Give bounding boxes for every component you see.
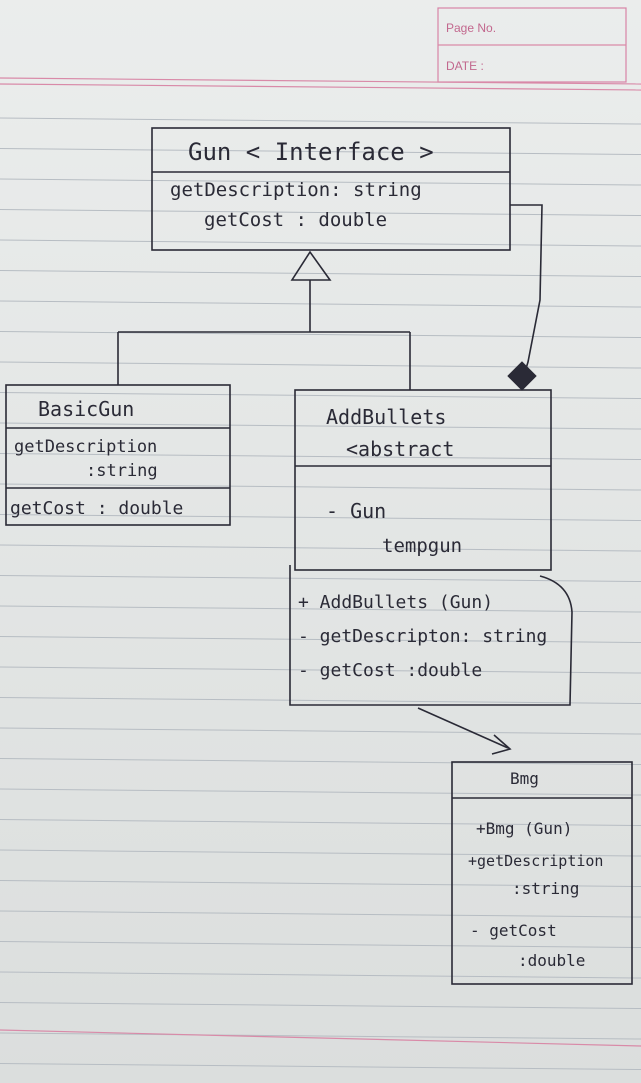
bmg-method-2-type: :string	[512, 879, 579, 898]
bmg-method-3: - getCost	[470, 921, 557, 940]
bmg-arrow	[417, 707, 512, 755]
ruled-line	[0, 605, 641, 613]
ruled-line	[0, 819, 641, 826]
ruled-line	[0, 300, 641, 308]
ruled-line	[0, 453, 641, 460]
ruled-line	[0, 788, 641, 796]
ruled-line	[0, 148, 641, 155]
basic-gun-class: BasicGun getDescription :string getCost …	[5, 384, 231, 526]
add-bullets-stereotype: <abstract	[346, 437, 454, 461]
ruled-line	[0, 1032, 641, 1040]
add-bullets-method-1: + AddBullets (Gun)	[298, 592, 493, 613]
ruled-line	[0, 849, 641, 857]
ruled-line	[0, 514, 641, 521]
composition-relation	[507, 204, 543, 391]
basic-gun-method-1: getDescription	[14, 437, 157, 457]
ruled-line	[0, 392, 641, 399]
ruled-line	[0, 361, 641, 369]
gun-interface-title: Gun < Interface >	[188, 138, 434, 166]
gun-interface-method-2: getCost : double	[204, 209, 387, 231]
basic-gun-method-1-type: :string	[86, 461, 158, 481]
add-bullets-method-3: - getCost :double	[298, 660, 482, 681]
gun-interface-class: Gun < Interface > getDescription: string…	[151, 127, 511, 251]
inheritance-triangle-icon	[290, 250, 332, 281]
arrowhead-icon	[491, 734, 512, 755]
ruled-line	[0, 758, 641, 765]
ruled-line	[0, 270, 641, 277]
add-bullets-field-2: tempgun	[382, 535, 462, 557]
bmg-method-1: +Bmg (Gun)	[476, 819, 572, 838]
page-no-label: Page No.	[446, 21, 496, 35]
page-header: Page No. DATE :	[0, 7, 641, 91]
ruled-line	[0, 178, 641, 186]
gun-interface-method-1: getDescription: string	[170, 179, 422, 201]
ruled-line	[0, 422, 641, 430]
bmg-method-3-type: :double	[518, 951, 585, 970]
bmg-class: Bmg +Bmg (Gun) +getDescription :string -…	[451, 761, 633, 985]
add-bullets-method-2: - getDescripton: string	[298, 626, 547, 647]
add-bullets-field-1: - Gun	[326, 499, 386, 523]
ruled-line	[0, 697, 641, 704]
ruled-line	[0, 544, 641, 552]
basic-gun-box	[5, 384, 231, 526]
ruled-line	[0, 239, 641, 247]
ruled-line	[0, 636, 641, 643]
bmg-box	[451, 761, 633, 985]
ruled-line	[0, 575, 641, 582]
ruled-line	[0, 880, 641, 887]
ruled-line	[0, 483, 641, 491]
ruled-line	[0, 727, 641, 735]
gun-interface-box	[151, 127, 511, 251]
ruled-line	[0, 971, 641, 979]
date-label: DATE :	[446, 59, 484, 73]
ruled-line	[0, 941, 641, 948]
ruled-line	[0, 1002, 641, 1009]
ruled-line	[0, 666, 641, 674]
ruled-line	[0, 117, 641, 125]
bmg-title: Bmg	[510, 769, 539, 788]
add-bullets-class: AddBullets <abstract - Gun tempgun + Add…	[289, 389, 573, 706]
basic-gun-title: BasicGun	[38, 397, 134, 421]
ruled-line	[0, 1063, 641, 1070]
composition-diamond-icon	[507, 361, 537, 391]
inheritance-arrow	[117, 250, 411, 390]
add-bullets-box	[294, 389, 552, 571]
bmg-method-2: +getDescription	[468, 852, 603, 870]
bottom-margin-line	[0, 1029, 641, 1047]
add-bullets-methods-box	[289, 565, 573, 706]
ruled-lines	[0, 117, 641, 1070]
ruled-line	[0, 331, 641, 338]
header-margin-line	[0, 77, 641, 85]
ruled-line	[0, 209, 641, 216]
basic-gun-method-2: getCost : double	[10, 498, 183, 519]
add-bullets-title: AddBullets	[326, 405, 446, 429]
ruled-line	[0, 910, 641, 918]
